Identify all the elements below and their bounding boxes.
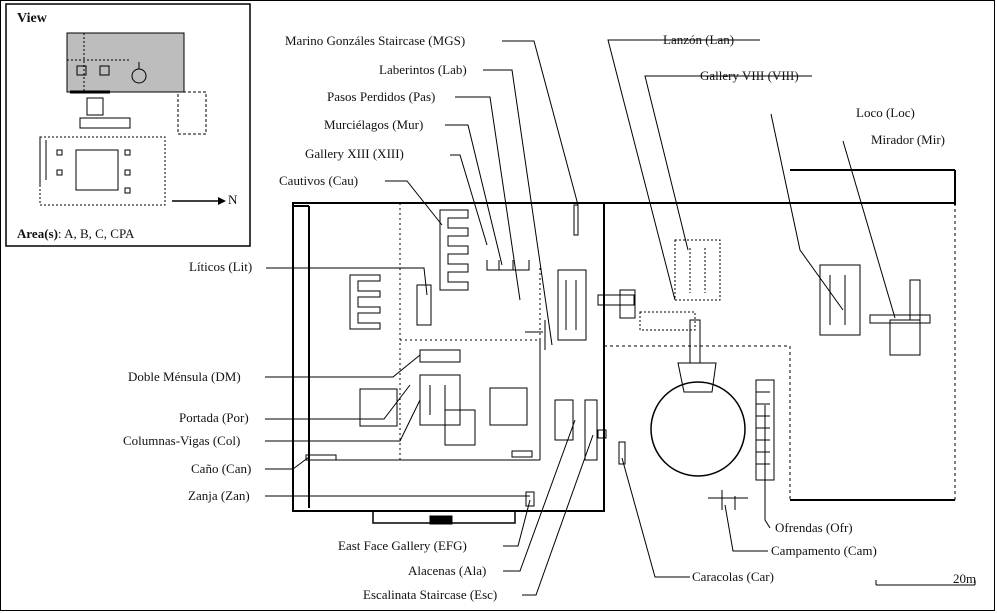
label-lab: Laberintos (Lab) bbox=[379, 62, 467, 77]
label-pas: Pasos Perdidos (Pas) bbox=[327, 89, 436, 104]
galleries bbox=[305, 204, 931, 510]
label-cam: Campamento (Cam) bbox=[771, 543, 877, 558]
label-car: Caracolas (Car) bbox=[692, 569, 774, 584]
label-dm: Doble Ménsula (DM) bbox=[128, 369, 241, 384]
building-outline bbox=[292, 169, 956, 525]
area-label: Area(s) bbox=[17, 226, 58, 241]
label-lan: Lanzón (Lan) bbox=[663, 32, 735, 47]
label-efg: East Face Gallery (EFG) bbox=[338, 538, 467, 553]
label-can: Caño (Can) bbox=[191, 461, 252, 476]
label-lit: Líticos (Lit) bbox=[189, 259, 253, 274]
scale-label: 20m bbox=[953, 571, 977, 586]
label-mir: Mirador (Mir) bbox=[871, 132, 946, 147]
label-ala: Alacenas (Ala) bbox=[408, 563, 487, 578]
label-ofr: Ofrendas (Ofr) bbox=[775, 520, 853, 535]
area-value: : A, B, C, CPA bbox=[57, 226, 135, 241]
label-zan: Zanja (Zan) bbox=[188, 488, 250, 503]
inset-border bbox=[5, 3, 251, 247]
scale-bar bbox=[875, 580, 976, 586]
north-arrow-icon bbox=[172, 197, 226, 205]
label-mur: Murciélagos (Mur) bbox=[324, 117, 424, 132]
label-loc: Loco (Loc) bbox=[856, 105, 915, 120]
label-viii: Gallery VIII (VIII) bbox=[700, 68, 799, 83]
label-esc: Escalinata Staircase (Esc) bbox=[363, 587, 498, 602]
label-col: Columnas-Vigas (Col) bbox=[123, 433, 241, 448]
label-cau: Cautivos (Cau) bbox=[279, 173, 359, 188]
inset-highlight bbox=[67, 33, 184, 92]
inset-map bbox=[5, 3, 251, 247]
label-mgs: Marino Gonzáles Staircase (MGS) bbox=[285, 33, 466, 48]
label-por: Portada (Por) bbox=[179, 410, 249, 425]
inset-area-caption: Area(s): A, B, C, CPA bbox=[17, 226, 134, 242]
leader-lines bbox=[265, 39, 896, 596]
label-xiii: Gallery XIII (XIII) bbox=[305, 146, 404, 161]
inset-title: View bbox=[17, 11, 47, 26]
north-label: N bbox=[228, 192, 238, 207]
